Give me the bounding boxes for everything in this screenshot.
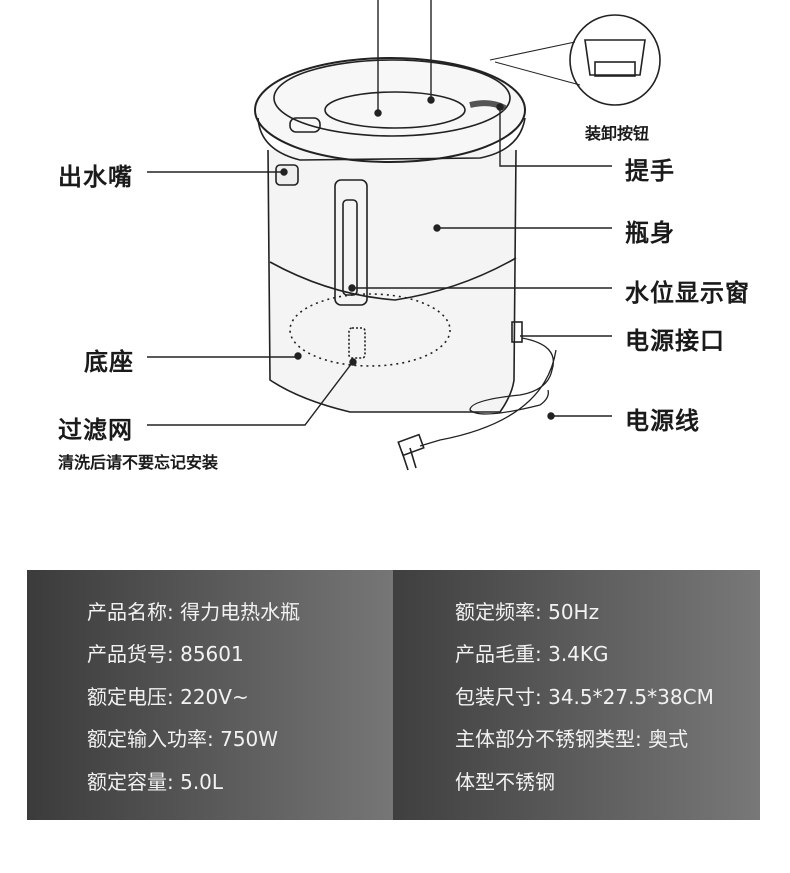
spec-row: 产品毛重: 3.4KG — [455, 642, 609, 666]
filter-shape — [348, 327, 366, 359]
callout-filter: 过滤网 — [58, 416, 133, 444]
spec-row: 主体部分不锈钢类型: 奥式 — [455, 727, 689, 751]
callout-filter-note: 清洗后请不要忘记安装 — [58, 453, 219, 472]
callout-power-socket: 电源接口 — [625, 327, 725, 355]
power-cord-shape — [419, 337, 557, 447]
spec-panel-right: 额定频率: 50Hz 产品毛重: 3.4KG 包装尺寸: 34.5*27.5*3… — [393, 570, 760, 820]
spec-row: 包装尺寸: 34.5*27.5*38CM — [455, 685, 714, 709]
callout-base: 底座 — [84, 348, 134, 376]
spout-shape — [275, 164, 299, 186]
spec-panel-left: 产品名称: 得力电热水瓶 产品货号: 85601 额定电压: 220V~ 额定输… — [27, 570, 393, 820]
kettle-body — [267, 149, 517, 413]
spec-row: 额定容量: 5.0L — [87, 770, 224, 794]
kettle-diagram — [147, 0, 661, 471]
water-window-shape — [334, 179, 368, 306]
callout-handle: 提手 — [625, 157, 675, 185]
callout-release-button: 装卸按钮 — [585, 124, 650, 143]
callout-spout: 出水嘴 — [58, 163, 133, 191]
release-button-inset — [569, 14, 661, 106]
callout-body: 瓶身 — [625, 219, 675, 247]
kettle-lid — [254, 57, 526, 163]
spec-row: 产品名称: 得力电热水瓶 — [87, 600, 301, 624]
spec-row: 额定电压: 220V~ — [87, 685, 249, 709]
spec-row: 体型不锈钢 — [455, 770, 555, 794]
callout-power-cord: 电源线 — [625, 407, 700, 435]
callout-water-window: 水位显示窗 — [625, 279, 750, 307]
spec-row: 额定输入功率: 750W — [87, 727, 279, 751]
spec-row: 产品货号: 85601 — [87, 642, 244, 666]
spec-row: 额定频率: 50Hz — [455, 600, 600, 624]
